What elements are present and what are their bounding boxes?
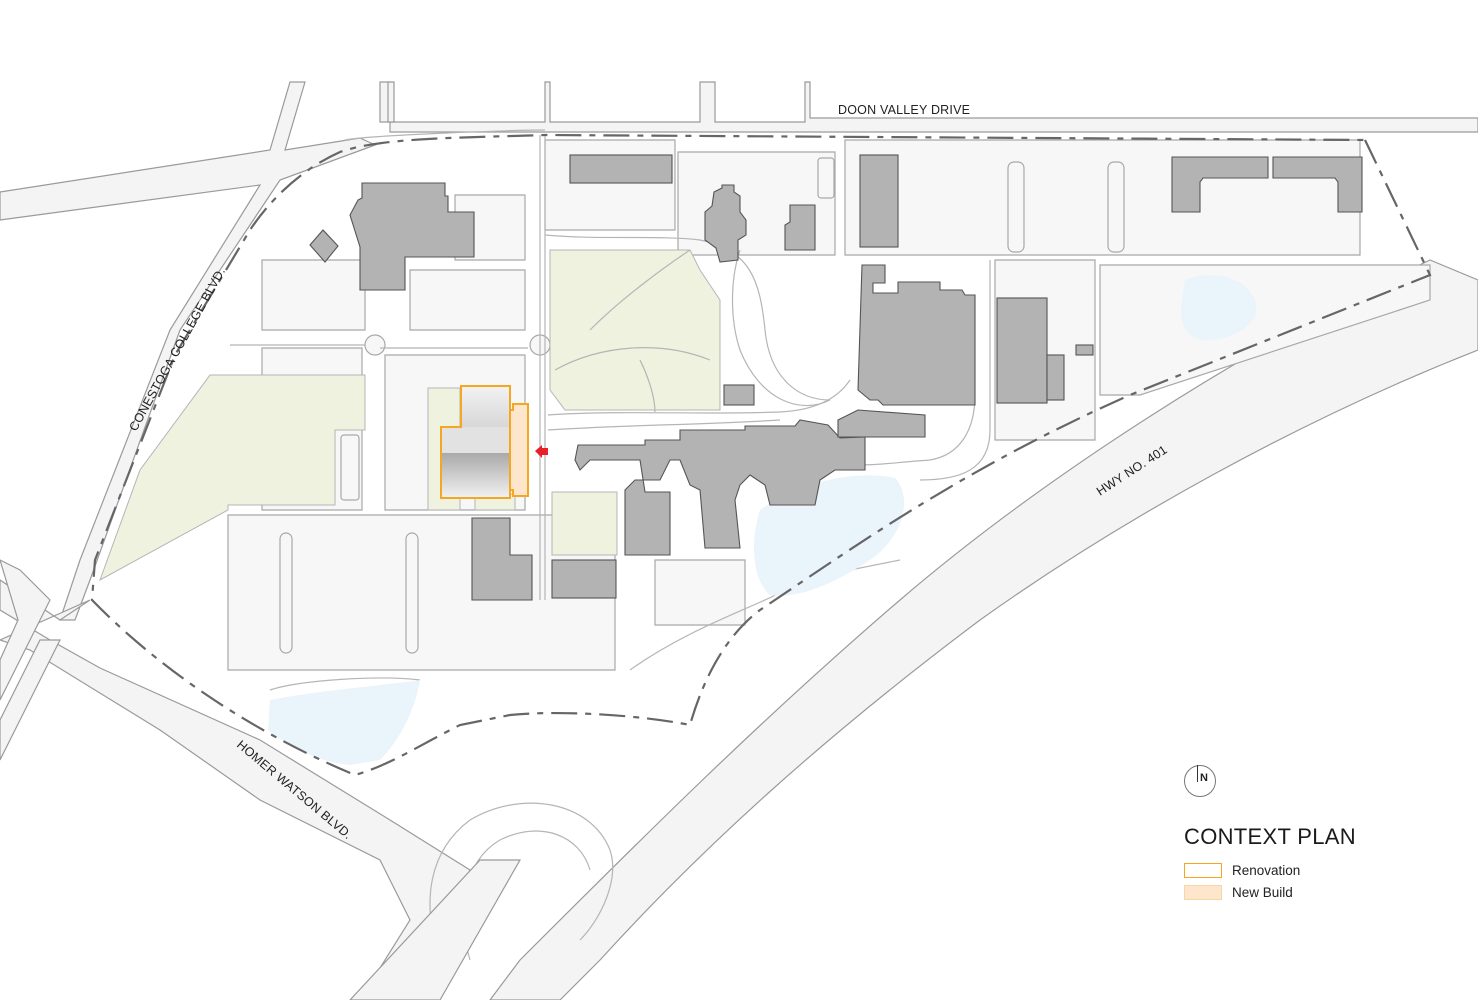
north-label: N [1200,772,1208,784]
interchange-loop [429,802,614,961]
project-site [440,385,548,499]
north-arrow-icon: N [1184,765,1216,797]
green-spaces [99,249,721,582]
plan-title: CONTEXT PLAN [1184,824,1356,849]
legend: CONTEXT PLAN Renovation New Build [1184,824,1356,904]
label-doon-valley-drive: DOON VALLEY DRIVE [838,103,970,117]
new-build-swatch [1184,885,1222,900]
new-build-footprint [509,403,529,497]
property-boundary [90,133,1432,777]
doon-valley-drive [379,81,1478,133]
parking-islands [279,157,1125,654]
hwy-401 [489,259,1478,1000]
legend-item-new-build: New Build [1184,882,1356,903]
legend-label: New Build [1232,885,1293,900]
legend-label: Renovation [1232,863,1301,878]
renovation-swatch [1184,863,1222,878]
entry-arrow-icon [535,445,548,458]
existing-buildings [309,154,1363,601]
campus-paths [230,129,991,691]
legend-item-renovation: Renovation [1184,860,1356,881]
